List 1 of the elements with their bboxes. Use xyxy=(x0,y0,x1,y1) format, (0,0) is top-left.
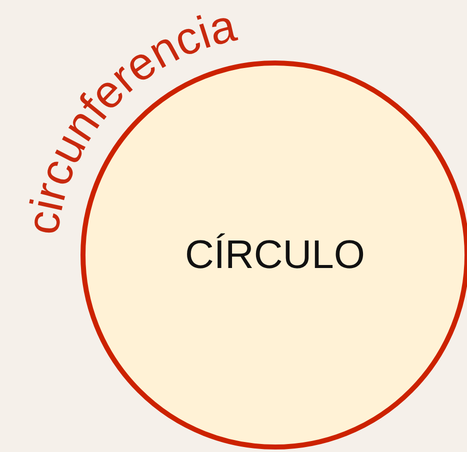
circle-label: CÍRCULO xyxy=(185,232,366,278)
